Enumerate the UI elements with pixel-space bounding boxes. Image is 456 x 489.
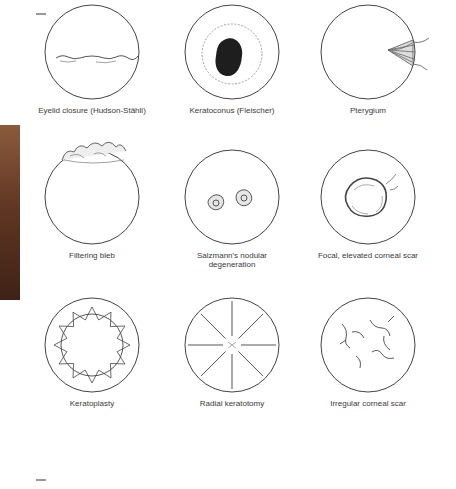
bleb-detail	[64, 153, 124, 163]
figure-caption: Focal, elevated corneal scar	[312, 251, 424, 260]
crop-mark	[36, 14, 46, 15]
scar-strands	[340, 316, 394, 368]
pterygium-wedge	[388, 40, 413, 66]
pterygium-vessels	[388, 43, 415, 62]
figure-caption: Eyelid closure (Hudson-Stähli)	[36, 106, 148, 115]
scar-ring	[345, 178, 386, 216]
crop-mark	[36, 480, 46, 481]
nodule	[208, 195, 224, 210]
figure-caption: Pterygium	[312, 106, 424, 115]
incisions	[188, 301, 276, 389]
photo-fragment	[0, 125, 20, 300]
fleischer-ring	[202, 24, 262, 84]
conjunctiva	[413, 38, 429, 70]
scar-vessel	[386, 174, 398, 190]
iron-line	[60, 61, 116, 63]
figure-caption: Irregular corneal scar	[312, 399, 424, 408]
figure-caption: Filtering bleb	[36, 251, 148, 260]
nodule	[241, 195, 247, 201]
graft	[54, 307, 130, 383]
figure-caption: Keratoconus (Fleischer)	[176, 106, 288, 115]
cone-shadow	[216, 38, 243, 76]
nodule	[236, 190, 252, 206]
figure-caption: Keratoplasty	[36, 399, 148, 408]
scar-shading	[352, 185, 382, 214]
bleb	[62, 142, 126, 160]
iron-line	[56, 56, 138, 60]
cornea-outlines	[45, 5, 415, 392]
figure-caption: Salzmann's nodular degeneration	[176, 251, 288, 269]
nodule	[213, 200, 219, 206]
figure-caption: Radial keratotomy	[176, 399, 288, 408]
